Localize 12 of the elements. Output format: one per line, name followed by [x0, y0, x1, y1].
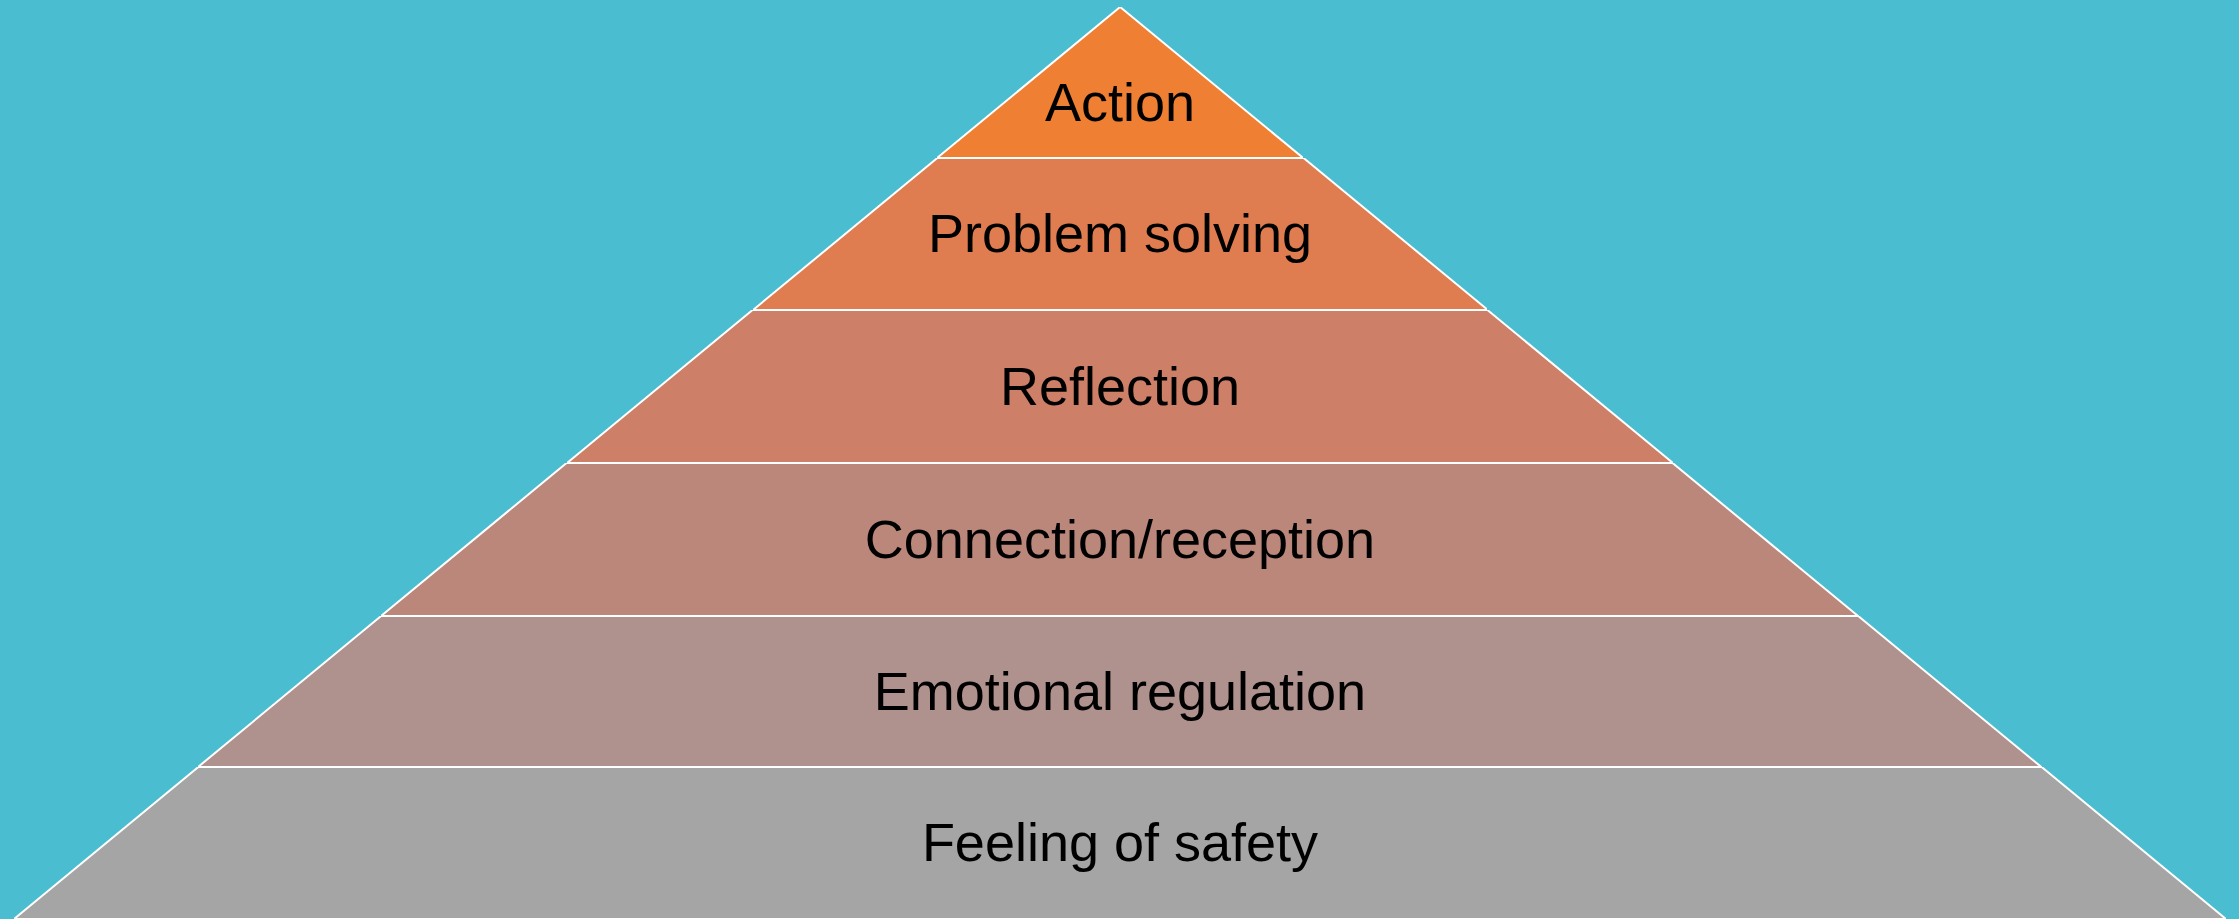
pyramid-tier	[567, 310, 1673, 463]
tier-label: Connection/reception	[863, 507, 1377, 570]
tier-label: Feeling of safety	[920, 811, 1320, 873]
pyramid-tier	[752, 158, 1488, 310]
pyramid-tier	[14, 767, 2226, 919]
tier-label: Reflection	[998, 354, 1242, 417]
tier-label: Action	[1043, 70, 1197, 133]
tier-label: Emotional regulation	[872, 659, 1368, 722]
pyramid-top	[936, 7, 1304, 158]
tier-label: Problem solving	[926, 202, 1314, 264]
pyramid-tier	[381, 463, 1859, 616]
pyramid-tier	[198, 616, 2042, 767]
